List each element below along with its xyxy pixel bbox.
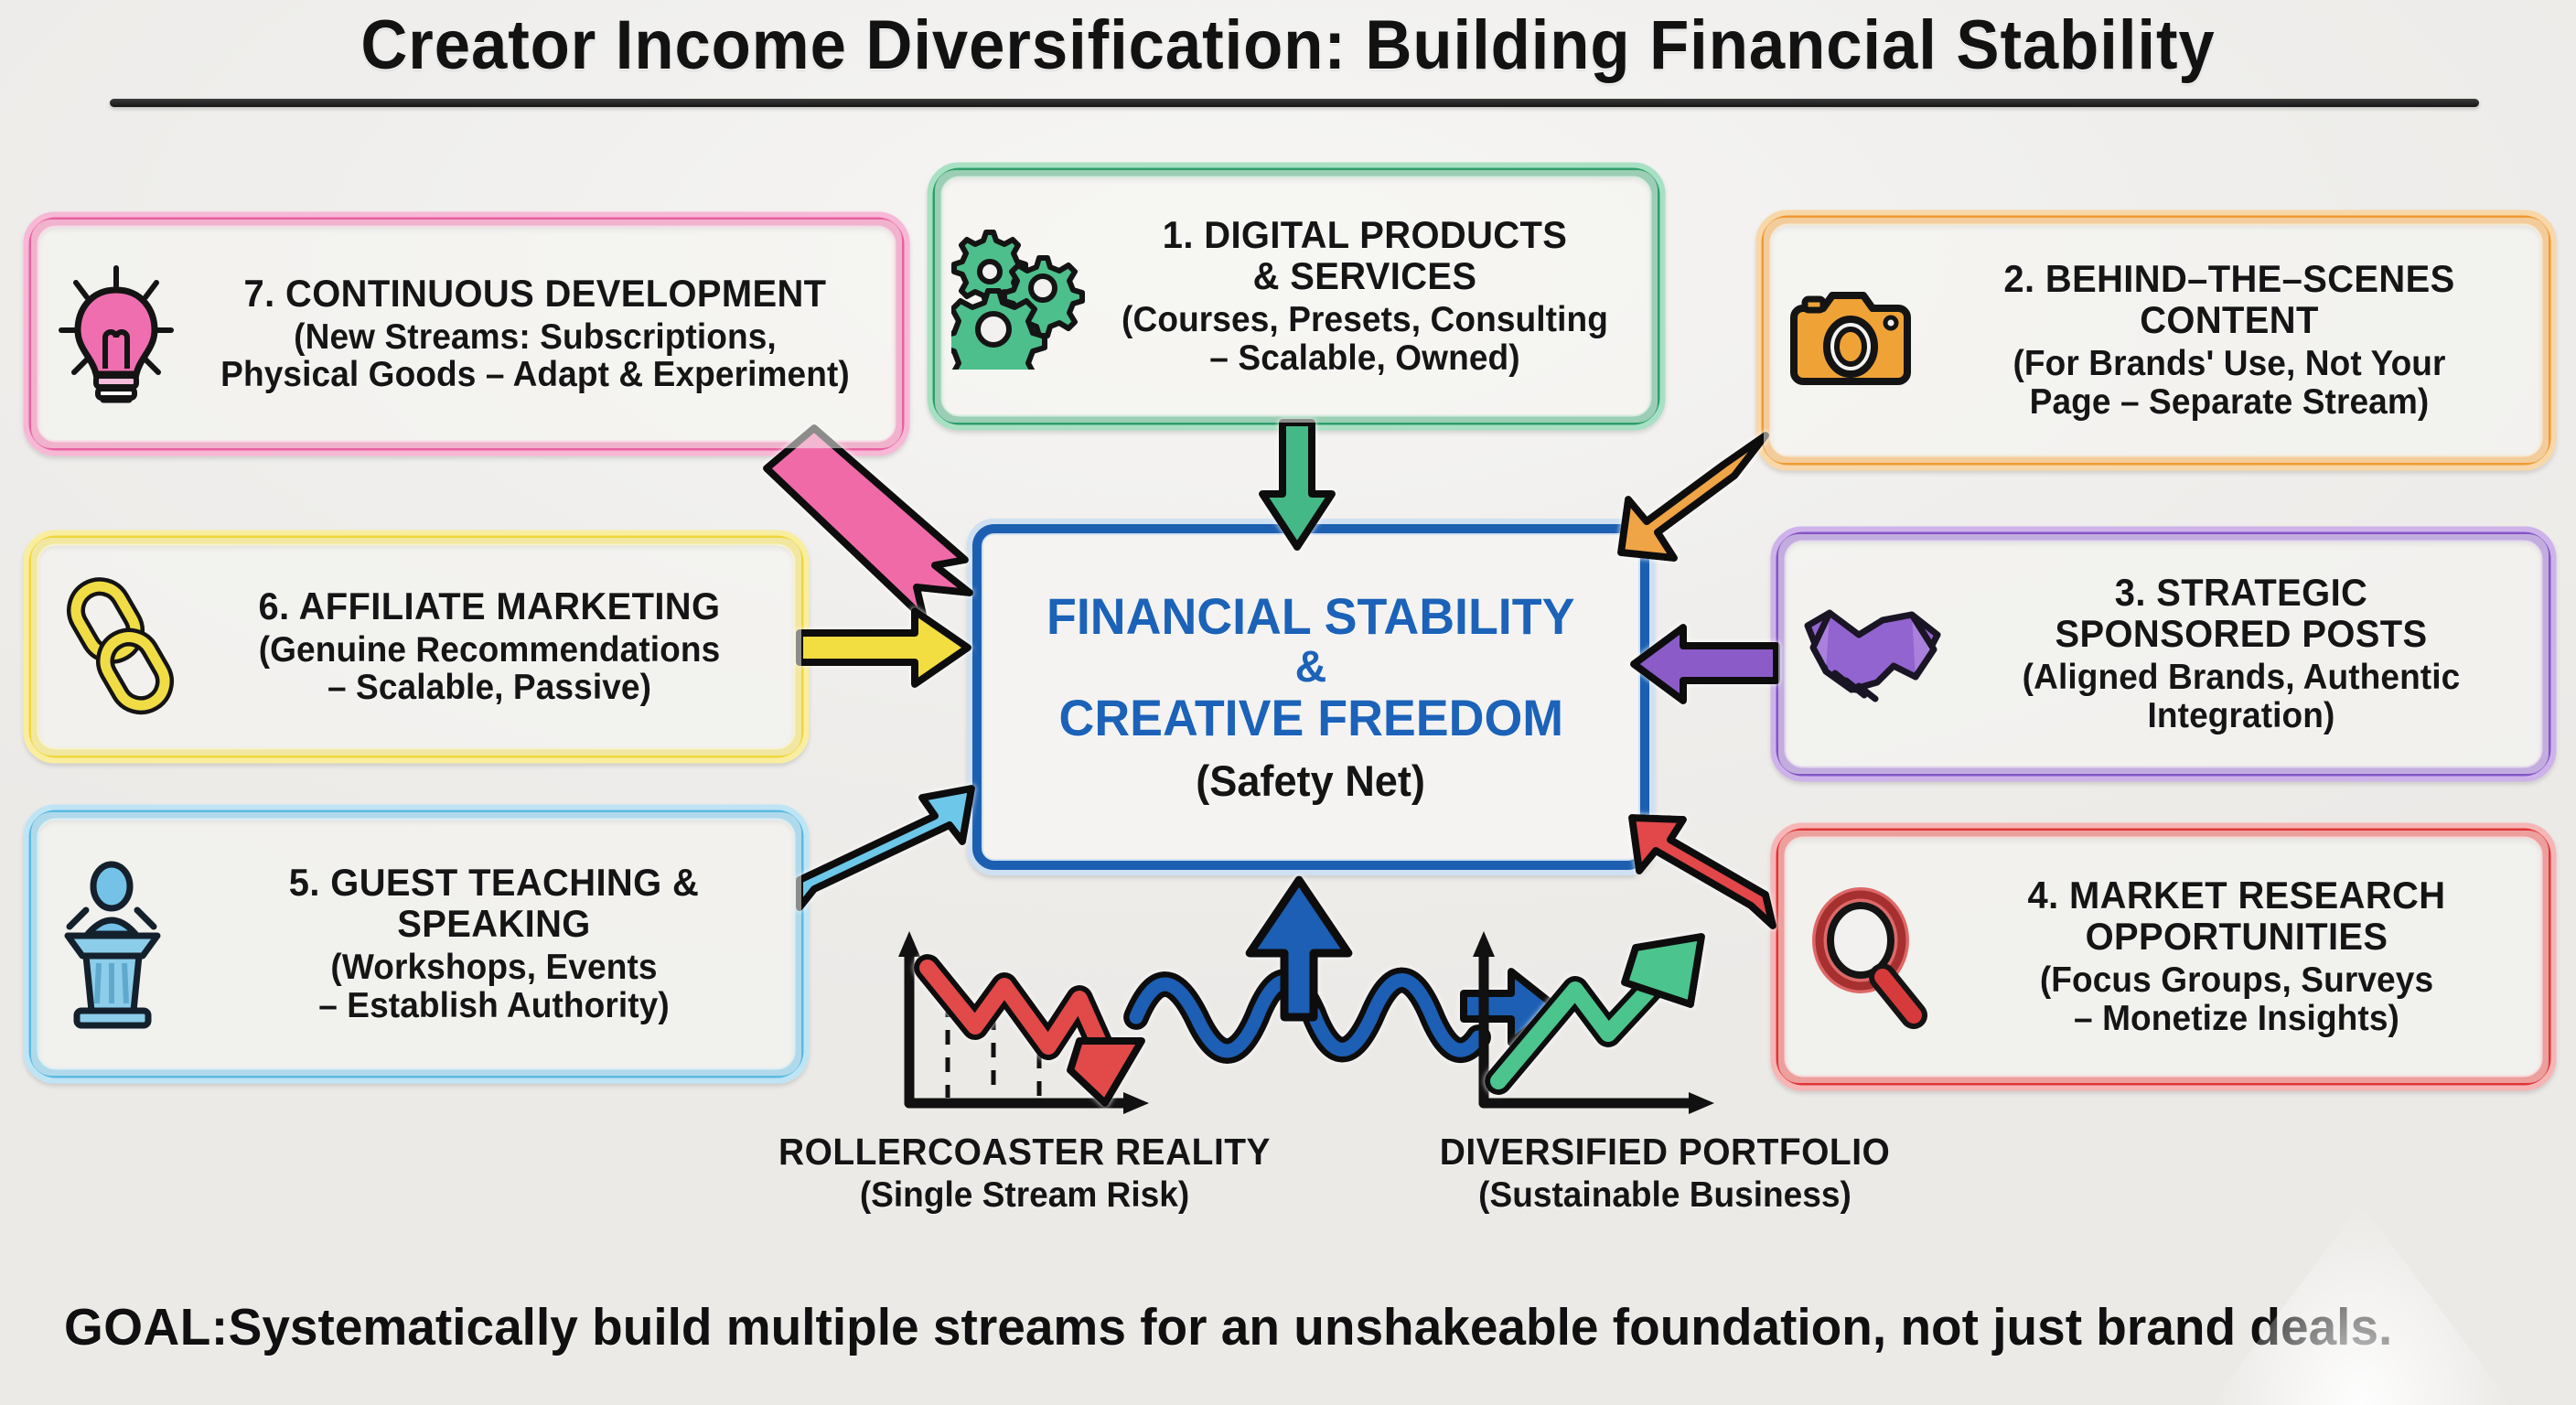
box-subtext-behind-the-scenes: (For Brands' Use, Not Your Page – Separa… [2012,344,2446,422]
box-affiliate-marketing[interactable]: 6. AFFILIATE MARKETING (Genuine Recommen… [31,538,801,756]
box-heading-market-research: 4. MARKET RESEARCH OPPORTUNITIES [2027,874,2446,959]
camera-icon [1780,281,1927,400]
center-node-financial-stability[interactable]: FINANCIAL STABILITY & CREATIVE FREEDOM (… [981,532,1641,862]
arrow-behind-the-scenes-to-center [1617,432,1769,562]
goal-text: Systematically build multiple streams fo… [228,1298,2393,1357]
magnifier-icon [1795,884,1941,1030]
chain-link-icon [48,572,194,723]
podium-icon [48,857,203,1031]
goal-label: GOAL: [64,1298,229,1357]
chart-diversified-portfolio [1473,931,1714,1114]
box-subtext-continuous-development: (New Streams: Subscriptions, Physical Go… [220,316,850,395]
box-heading-continuous-development: 7. CONTINUOUS DEVELOPMENT [243,271,827,315]
box-digital-products[interactable]: 1. DIGITAL PRODUCTS & SERVICES (Courses,… [935,170,1658,423]
box-sponsored-posts[interactable]: 3. STRATEGIC SPONSORED POSTS (Aligned Br… [1778,534,2549,774]
center-subtitle: (Safety Net) [1196,756,1426,806]
box-subtext-market-research: (Focus Groups, Surveys – Monetize Insigh… [2039,960,2434,1038]
wave-to-center-arrow [1123,875,1559,1064]
box-continuous-development[interactable]: 7. CONTINUOUS DEVELOPMENT (New Streams: … [31,220,902,448]
box-subtext-sponsored-posts: (Aligned Brands, Authentic Integration) [2022,658,2461,735]
center-main-line1: FINANCIAL STABILITY [1046,586,1575,645]
box-subtext-guest-teaching: (Workshops, Events – Establish Authority… [318,948,670,1025]
box-behind-the-scenes[interactable]: 2. BEHIND–THE–SCENES CONTENT (For Brands… [1764,218,2549,463]
chart-label-rollercoaster: ROLLERCOASTER REALITY (Single Stream Ris… [704,1131,1345,1216]
handshake-icon [1795,595,1950,713]
box-heading-digital-products: 1. DIGITAL PRODUCTS & SERVICES [1162,213,1568,298]
arrow-affiliate-marketing-to-center [796,607,971,688]
page-title: Creator Income Diversification: Building… [91,5,2486,85]
lightbulb-icon [48,259,185,410]
gears-icon [951,223,1089,370]
box-heading-affiliate-marketing: 6. AFFILIATE MARKETING [258,584,721,627]
box-subtext-affiliate-marketing: (Genuine Recommendations – Scalable, Pas… [258,629,721,708]
page-title-text: Creator Income Diversification: Building… [360,6,2216,84]
chart-label-rollercoaster-title: ROLLERCOASTER REALITY [778,1131,1271,1173]
chart-label-diversified: DIVERSIFIED PORTFOLIO (Sustainable Busin… [1345,1131,1985,1216]
arrow-sponsored-posts-to-center [1630,624,1780,704]
center-main-line2: CREATIVE FREEDOM [1058,688,1563,746]
arrow-guest-teaching-to-center [796,785,975,911]
arrow-digital-products-to-center [1259,419,1336,551]
arrow-continuous-development-to-center [763,424,973,622]
box-market-research[interactable]: 4. MARKET RESEARCH OPPORTUNITIES (Focus … [1778,831,2549,1083]
chart-label-rollercoaster-sub: (Single Stream Risk) [859,1175,1190,1215]
arrow-market-research-to-center [1628,814,1776,929]
box-heading-guest-teaching: 5. GUEST TEACHING & SPEAKING [288,861,700,946]
box-guest-teaching[interactable]: 5. GUEST TEACHING & SPEAKING (Workshops,… [31,812,801,1076]
box-heading-behind-the-scenes: 2. BEHIND–THE–SCENES CONTENT [2003,257,2455,342]
box-heading-sponsored-posts: 3. STRATEGIC SPONSORED POSTS [2055,571,2428,656]
chart-rollercoaster-reality [898,931,1149,1114]
center-ampersand: & [1294,642,1327,692]
chart-label-diversified-title: DIVERSIFIED PORTFOLIO [1439,1131,1891,1173]
title-underline [110,99,2479,107]
box-subtext-digital-products: (Courses, Presets, Consulting – Scalable… [1122,300,1608,378]
chart-label-diversified-sub: (Sustainable Business) [1478,1175,1852,1215]
goal-statement: GOAL:Systematically build multiple strea… [64,1297,2448,1357]
